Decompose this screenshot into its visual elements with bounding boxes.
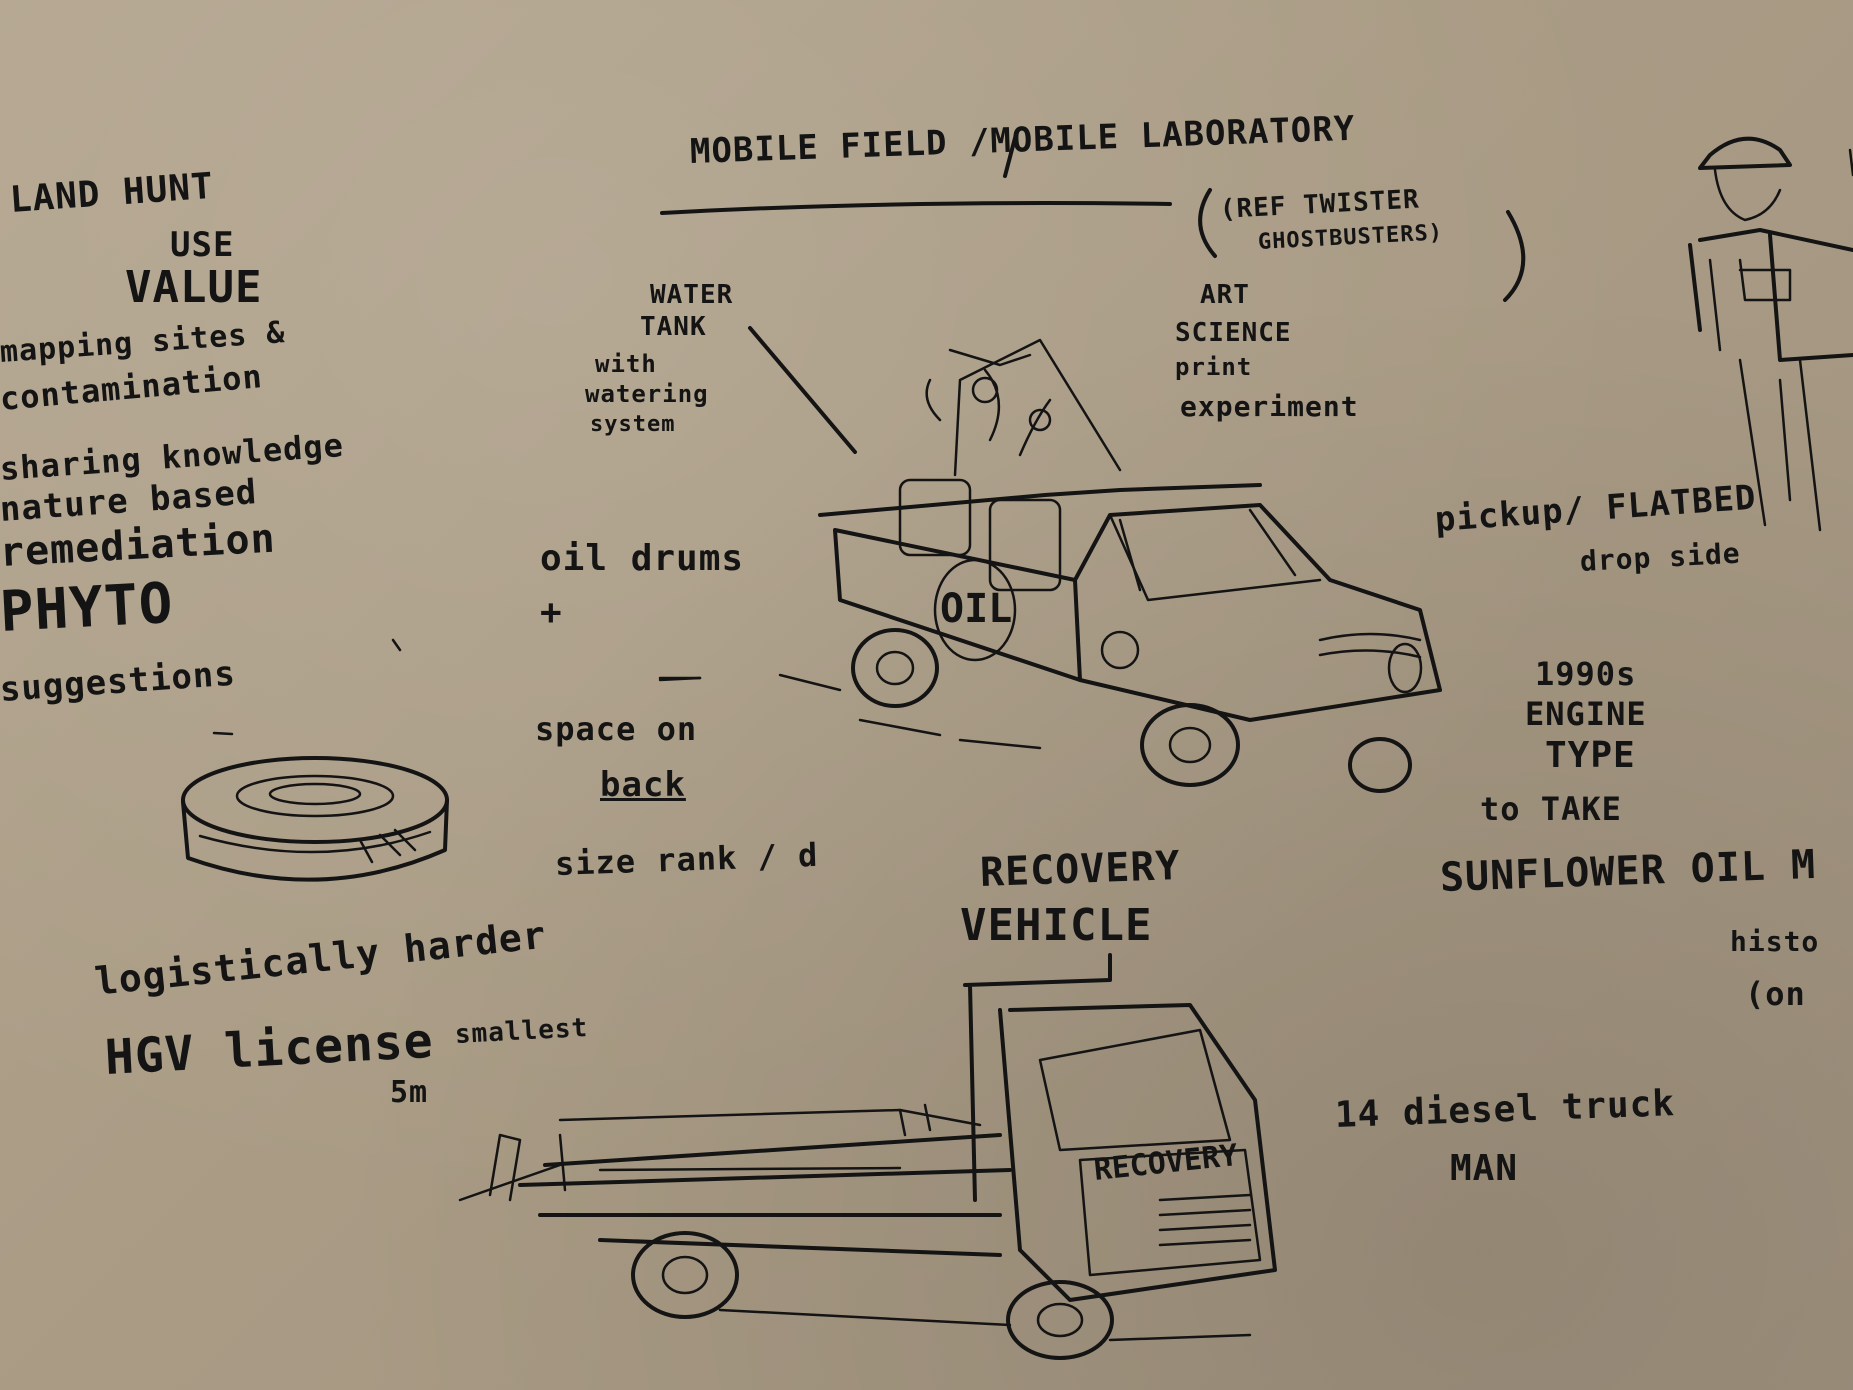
oil-drums-note-2: + (540, 592, 563, 633)
title-slash (1003, 136, 1017, 178)
art-note-3: print (1175, 353, 1253, 381)
oil-drums-note-1: oil drums (540, 538, 745, 579)
ref-bracket-left (1198, 188, 1217, 258)
diesel-note-2: MAN (1450, 1148, 1519, 1189)
art-note-2: SCIENCE (1175, 318, 1292, 348)
recovery-note-2: VEHICLE (960, 900, 1153, 951)
figure-sketch (1688, 136, 1853, 532)
tyre-sketch (181, 756, 449, 882)
art-note-4: experiment (1180, 390, 1359, 423)
water-tank-pointer (748, 326, 857, 454)
title-underline (660, 201, 1172, 215)
phyto-note: PHYTO (0, 570, 176, 645)
ref-bracket-right (1503, 210, 1526, 302)
era-note-1: 1990s (1535, 655, 1637, 693)
era-note-2: ENGINE (1525, 695, 1647, 733)
hist-note-2: (on (1745, 975, 1806, 1013)
space-note-1: space on (535, 710, 698, 748)
truck-oil-label: OIL (940, 586, 1012, 632)
water-note-1: WATER (650, 280, 734, 310)
land-note-2: USE (170, 225, 235, 265)
land-note-3: VALUE (125, 262, 263, 313)
water-note-3: with (595, 350, 657, 378)
water-note-4: watering (585, 380, 709, 408)
recovery-cab-plate: RECOVERY (1092, 1138, 1239, 1188)
water-note-2: TANK (640, 312, 707, 342)
space-note-2: back (600, 765, 686, 805)
era-note-3: TYPE (1545, 735, 1636, 776)
stray-mark-2 (391, 638, 402, 652)
recovery-note-1: RECOVERY (979, 843, 1182, 896)
era-note-4: to TAKE (1480, 790, 1622, 828)
water-note-5: system (590, 412, 676, 437)
art-note-1: ART (1200, 280, 1250, 310)
pickup-truck-sketch: OIL (658, 338, 1442, 793)
smallest-note-2: 5m (390, 1075, 429, 1110)
stray-mark-1 (212, 731, 234, 736)
hist-note-1: histo (1730, 925, 1820, 958)
